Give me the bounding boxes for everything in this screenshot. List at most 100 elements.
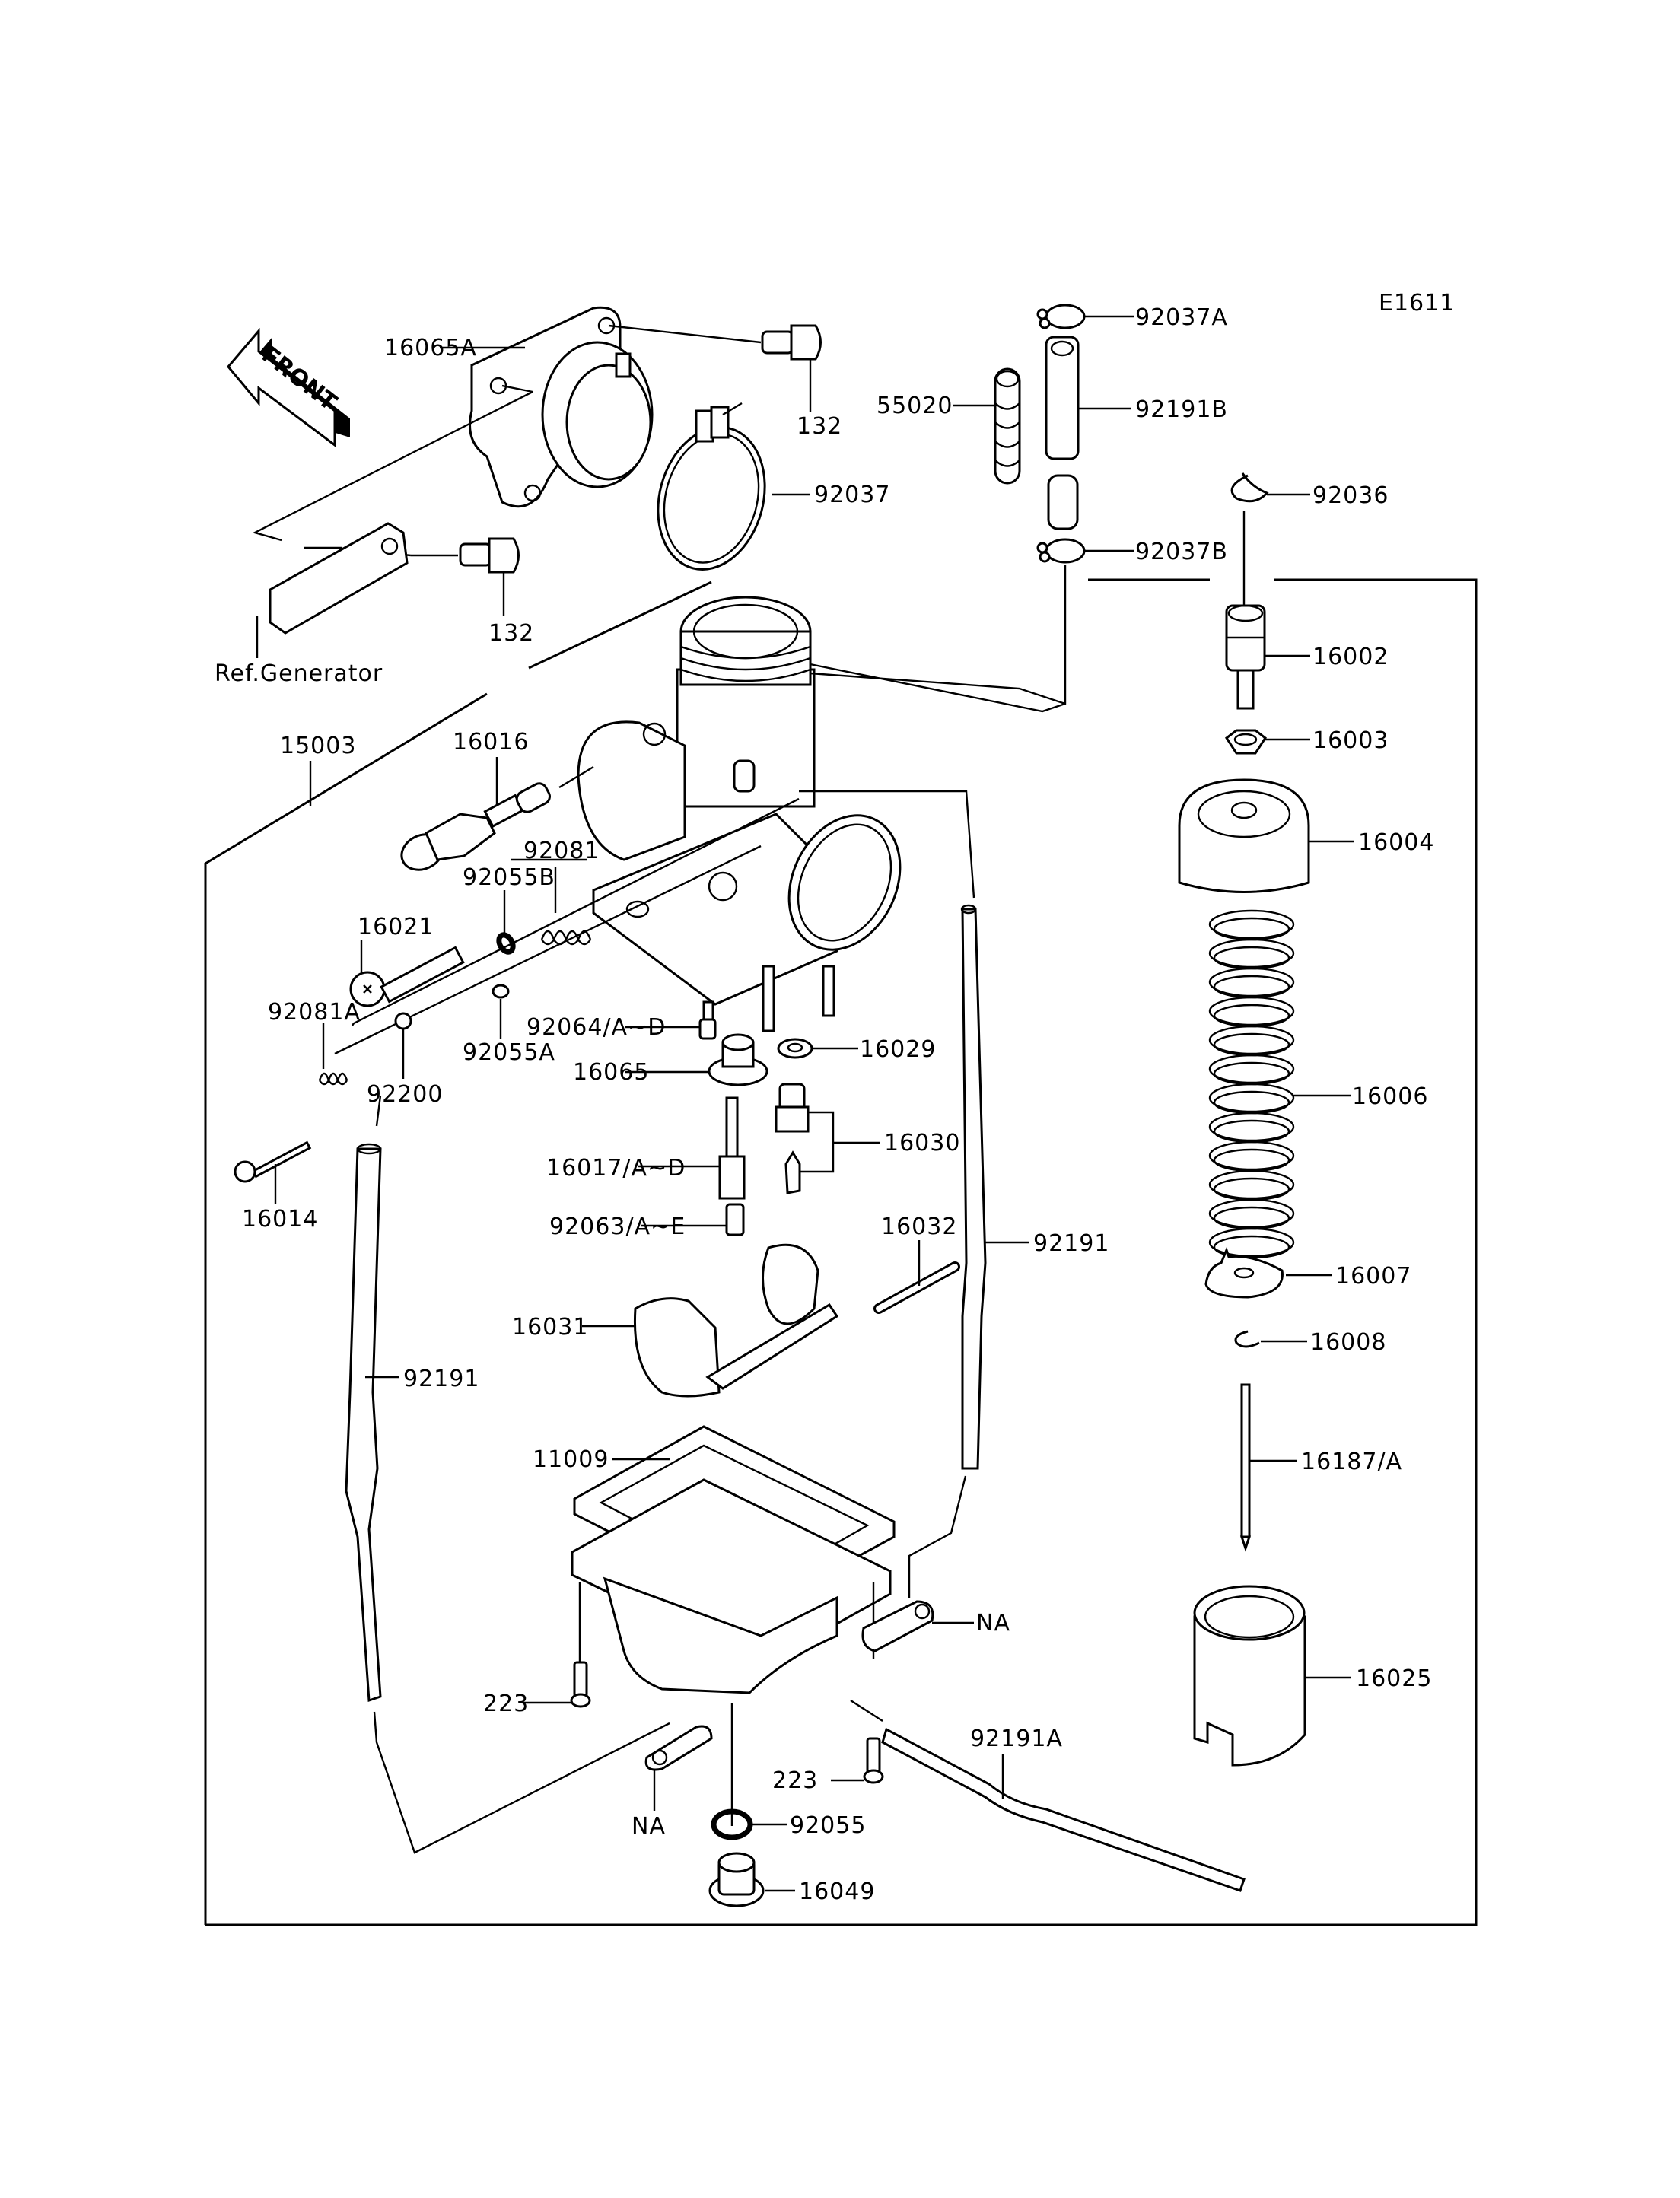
spring-coil-inner [1213, 1177, 1290, 1201]
label-16187A: 16187/A [1301, 1449, 1402, 1475]
label-92055: 92055 [790, 1812, 866, 1839]
label-92191-right: 92191 [1033, 1230, 1109, 1257]
spring-coil [1208, 1140, 1295, 1171]
clip-92037A [1036, 304, 1086, 329]
label-132-upper: 132 [797, 413, 842, 440]
spring-coil-inner [1213, 946, 1290, 970]
label-92081A: 92081A [268, 999, 361, 1026]
spring-coil [1208, 938, 1295, 969]
generator-plate [269, 522, 409, 635]
spring-coil [1208, 1083, 1295, 1113]
spring-coil [1208, 1025, 1295, 1055]
screw-223-left [570, 1661, 591, 1708]
label-92064: 92064/A~D [527, 1014, 666, 1041]
spring-coil-inner [1213, 917, 1290, 941]
label-92055B: 92055B [463, 864, 555, 891]
label-223-right: 223 [772, 1767, 818, 1794]
eclip-16008 [1234, 1330, 1260, 1348]
nut-16003 [1224, 729, 1268, 755]
label-92037A: 92037A [1135, 304, 1228, 331]
choke-plunger-16016 [400, 782, 551, 871]
bolt-132-upper [761, 324, 822, 361]
jet-needle-16187A [1239, 1383, 1252, 1552]
label-16031: 16031 [512, 1314, 588, 1341]
intake-manifold [469, 306, 654, 508]
clip-92036 [1230, 472, 1269, 503]
hose-92191A [881, 1727, 1246, 1892]
label-92200: 92200 [367, 1081, 443, 1108]
spring-coil [1208, 1227, 1295, 1258]
label-NA-left: NA [632, 1813, 666, 1840]
needle-jet-16017 [718, 1096, 746, 1200]
label-92191A: 92191A [970, 1726, 1063, 1752]
spring-16006 [1208, 909, 1295, 1259]
hose-92191-right [960, 904, 987, 1470]
hose-clamp [657, 402, 766, 571]
spring-coil [1208, 967, 1295, 997]
diagram-code: E1611 [1379, 290, 1455, 316]
label-16021: 16021 [358, 914, 434, 940]
label-92037B: 92037B [1135, 539, 1228, 565]
label-92063: 92063/A~E [549, 1214, 686, 1240]
label-132-lower: 132 [488, 620, 534, 647]
label-16002: 16002 [1312, 644, 1389, 670]
bolt-132-lower [459, 537, 520, 574]
label-16008: 16008 [1310, 1329, 1386, 1356]
spring-coil-inner [1213, 1090, 1290, 1115]
label-92037: 92037 [814, 482, 890, 508]
label-NA-right: NA [976, 1610, 1010, 1637]
label-16049: 16049 [799, 1878, 875, 1905]
label-16029: 16029 [860, 1036, 936, 1063]
label-223-left: 223 [483, 1691, 529, 1717]
plate-16007 [1204, 1246, 1284, 1299]
spring-coil [1208, 909, 1295, 940]
label-16032: 16032 [881, 1214, 957, 1240]
spring-coil-inner [1213, 1004, 1290, 1028]
label-92055A: 92055A [463, 1039, 555, 1066]
tube-55020 [994, 367, 1021, 485]
assembly-frame [204, 578, 1478, 1926]
pilot-screw-16014 [234, 1140, 312, 1183]
label-16017: 16017/A~D [546, 1155, 686, 1182]
drain-plug-16049 [708, 1852, 765, 1907]
washer-92200 [394, 1012, 412, 1030]
screw-16021 [349, 946, 465, 1007]
tube-92191B [1045, 336, 1080, 530]
label-92191B: 92191B [1135, 396, 1228, 423]
label-11009: 11009 [533, 1446, 609, 1473]
label-15003: 15003 [280, 733, 356, 759]
label-16030: 16030 [884, 1130, 960, 1156]
float-bowl [571, 1478, 892, 1694]
label-16065: 16065 [573, 1059, 649, 1086]
spring-coil-inner [1213, 975, 1290, 999]
throttle-slide-16025 [1193, 1585, 1306, 1767]
main-jet-92063 [725, 1203, 745, 1236]
label-92081: 92081 [523, 838, 600, 864]
label-16004: 16004 [1358, 829, 1434, 856]
spring-coil [1208, 1169, 1295, 1200]
float-valve-16030 [775, 1083, 810, 1194]
jet-holder-16065 [708, 1033, 768, 1086]
spring-coil-inner [1213, 1119, 1290, 1144]
clip-92037B [1036, 538, 1086, 564]
oring-92055A [492, 984, 510, 999]
adjuster-16002 [1225, 604, 1266, 710]
label-92191-left: 92191 [403, 1366, 479, 1392]
hose-92191-left [345, 1143, 382, 1703]
bracket-NA-right [861, 1600, 934, 1652]
carburetor-body [577, 596, 902, 1032]
label-16014: 16014 [242, 1206, 318, 1233]
spring-coil-inner [1213, 1148, 1290, 1172]
spring-coil [1208, 1198, 1295, 1229]
spring-coil [1208, 1112, 1295, 1142]
ref-generator-label: Ref.Generator [215, 660, 383, 687]
spring-coil [1208, 1054, 1295, 1084]
spring-coil-inner [1213, 1032, 1290, 1057]
label-16016: 16016 [453, 729, 529, 755]
float-16031 [633, 1243, 839, 1398]
label-16025: 16025 [1356, 1665, 1432, 1692]
spring-coil-inner [1213, 1061, 1290, 1086]
label-92036: 92036 [1312, 482, 1389, 509]
label-16003: 16003 [1312, 727, 1389, 754]
